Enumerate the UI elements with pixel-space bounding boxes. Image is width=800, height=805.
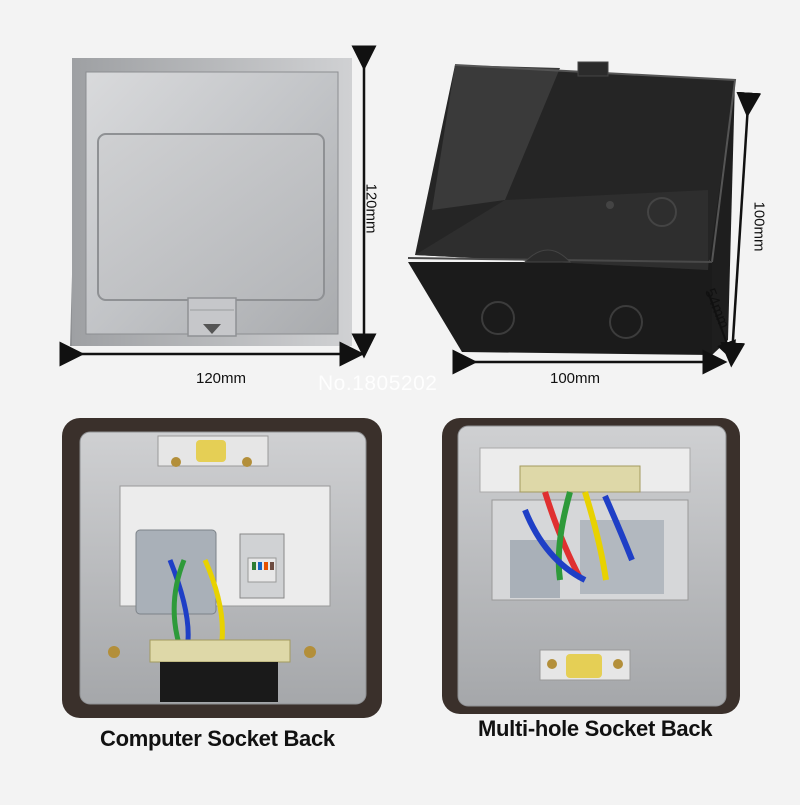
box-height-label: 100mm <box>750 201 768 252</box>
computer-socket-back <box>62 418 382 718</box>
caption-multi-hole-socket-back: Multi-hole Socket Back <box>478 716 713 741</box>
back-box <box>407 61 737 355</box>
floor-socket-cover <box>70 58 352 346</box>
cover-height-label: 120mm <box>362 183 380 234</box>
box-height-arrow <box>720 91 762 368</box>
watermark-text: No.1805202 <box>318 372 438 395</box>
caption-computer-socket-back: Computer Socket Back <box>100 726 335 751</box>
box-width-label: 100mm <box>550 370 601 387</box>
multi-hole-socket-back <box>442 418 740 714</box>
box-depth-arrow <box>707 291 736 362</box>
cover-width-label: 120mm <box>196 370 247 387</box>
